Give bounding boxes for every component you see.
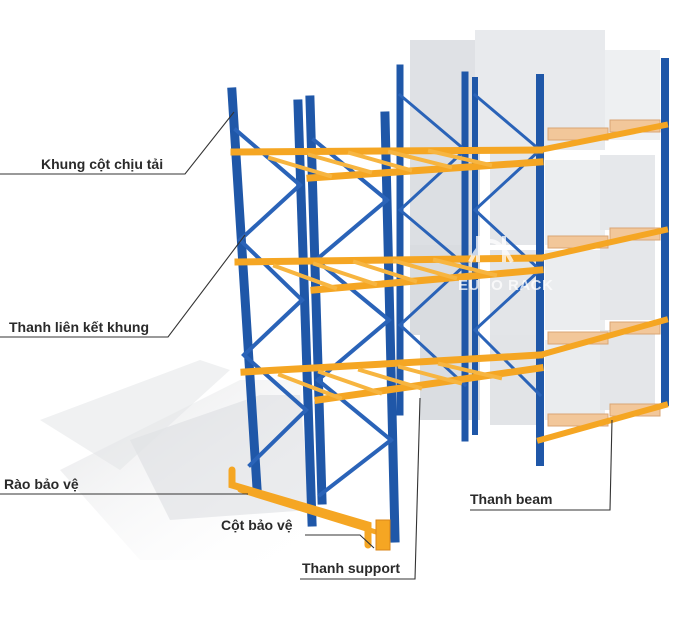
front-beams bbox=[230, 146, 544, 404]
leader-lines bbox=[0, 111, 613, 580]
column-guard bbox=[375, 519, 391, 551]
label-guard-rail: Rào bảo vệ bbox=[4, 476, 79, 492]
rear-beams bbox=[536, 121, 669, 444]
logo-icon bbox=[468, 236, 514, 263]
label-upright-frame: Khung cột chịu tải bbox=[41, 156, 164, 172]
front-upright-frames bbox=[227, 87, 400, 543]
label-frame-bracing: Thanh liên kết khung bbox=[9, 319, 150, 335]
watermark: EURO RACK bbox=[458, 236, 553, 294]
watermark-text: EURO RACK bbox=[458, 277, 553, 294]
label-column-guard: Cột bảo vệ bbox=[221, 517, 293, 533]
label-beam: Thanh beam bbox=[470, 491, 553, 507]
label-support-bar: Thanh support bbox=[302, 560, 400, 576]
guard-rail bbox=[228, 466, 379, 549]
